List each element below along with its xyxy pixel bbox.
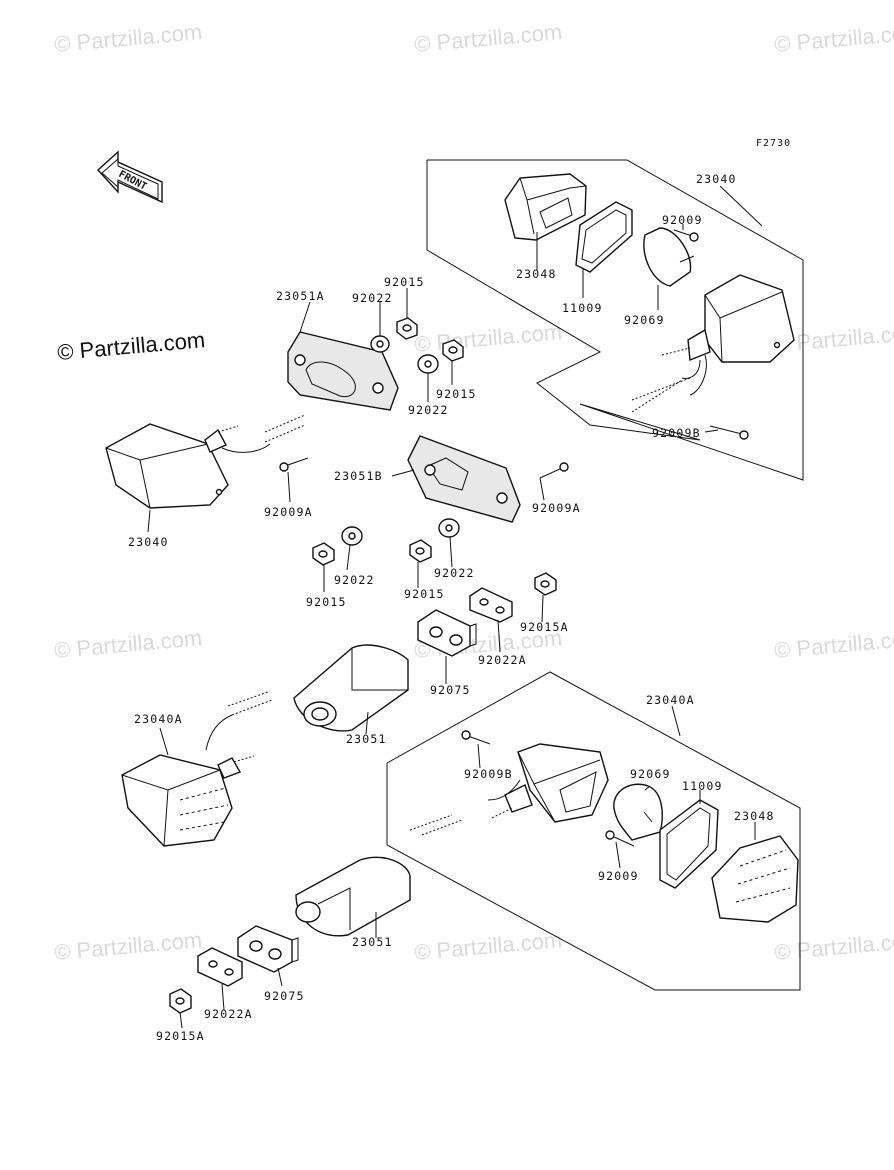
watermark-text: © Partzilla.com bbox=[773, 927, 894, 965]
part-label-92009b-bottom[interactable]: 92009B bbox=[464, 767, 513, 781]
part-label-11009-top[interactable]: 11009 bbox=[562, 301, 603, 315]
part-label-92075-top[interactable]: 92075 bbox=[430, 683, 471, 697]
signal-housing-23040a-left bbox=[121, 691, 273, 847]
part-label-92022-a[interactable]: 92022 bbox=[352, 291, 393, 305]
part-label-23051a[interactable]: 23051A bbox=[276, 289, 325, 303]
part-label-92015-c[interactable]: 92015 bbox=[306, 595, 347, 609]
part-label-92075-bottom[interactable]: 92075 bbox=[264, 989, 305, 1003]
part-label-11009-bottom[interactable]: 11009 bbox=[682, 779, 723, 793]
screw-92009-top bbox=[673, 229, 699, 242]
watermark-text: © Partzilla.com bbox=[413, 19, 563, 57]
signal-housing-23040-top bbox=[631, 274, 795, 413]
part-label-23040a-box[interactable]: 23040A bbox=[646, 693, 695, 707]
stay-23051-top bbox=[293, 644, 409, 732]
washer-92022-a bbox=[370, 335, 390, 353]
watermark-text: © Partzilla.com bbox=[413, 927, 563, 965]
front-arrow-icon: FRONT bbox=[97, 150, 163, 204]
part-label-23040a-left[interactable]: 23040A bbox=[134, 712, 183, 726]
nut-92015-b bbox=[442, 339, 464, 362]
part-label-92009a-right[interactable]: 92009A bbox=[532, 501, 581, 515]
bulb-92069-bottom bbox=[613, 783, 663, 841]
screw-92009b-top bbox=[709, 425, 749, 440]
grommet-92075-bottom bbox=[237, 925, 299, 973]
watermark-text: © Partzilla.com bbox=[53, 19, 203, 57]
gasket-11009-bottom bbox=[659, 799, 719, 889]
part-label-92022a-top[interactable]: 92022A bbox=[478, 653, 527, 667]
watermark-text: © Partzilla.com bbox=[413, 319, 563, 357]
screw-92009a-left bbox=[279, 457, 309, 472]
screw-92009a-right bbox=[539, 462, 569, 479]
nut-92015-d bbox=[409, 539, 432, 563]
part-label-92069-top[interactable]: 92069 bbox=[624, 313, 665, 327]
gasket-11009-top bbox=[575, 201, 633, 273]
washer-92022-c bbox=[341, 526, 363, 546]
part-label-23051-top[interactable]: 23051 bbox=[346, 732, 387, 746]
signal-housing-23040a-right bbox=[409, 743, 609, 836]
screw-92009b-bottom bbox=[461, 730, 491, 745]
washer-92022-b bbox=[417, 354, 439, 374]
nut-92015-a bbox=[396, 317, 418, 340]
part-label-23051b[interactable]: 23051B bbox=[334, 469, 383, 483]
group-outline-bottom bbox=[386, 671, 801, 991]
leader-lines bbox=[147, 185, 763, 1029]
plate-92022a-bottom bbox=[197, 947, 243, 987]
part-label-92022-b[interactable]: 92022 bbox=[408, 403, 449, 417]
part-label-23051-bottom[interactable]: 23051 bbox=[352, 935, 393, 949]
part-label-92015-b[interactable]: 92015 bbox=[436, 387, 477, 401]
part-label-92009-top[interactable]: 92009 bbox=[662, 213, 703, 227]
watermark-text: © Partzilla.com bbox=[53, 927, 203, 965]
bracket-23051b bbox=[407, 435, 521, 523]
part-label-92015-d[interactable]: 92015 bbox=[404, 587, 445, 601]
part-label-23040-top[interactable]: 23040 bbox=[696, 172, 737, 186]
bracket-23051a bbox=[287, 331, 399, 411]
part-label-23048-bottom[interactable]: 23048 bbox=[734, 809, 775, 823]
part-label-92009a-left[interactable]: 92009A bbox=[264, 505, 313, 519]
copyright-label: © Partzilla.com bbox=[56, 327, 206, 365]
plate-92022a-top bbox=[469, 587, 513, 623]
part-label-92015a-bottom[interactable]: 92015A bbox=[156, 1029, 205, 1043]
part-label-92022-d[interactable]: 92022 bbox=[434, 566, 475, 580]
grommet-92075-top bbox=[417, 609, 477, 657]
part-label-92015-a[interactable]: 92015 bbox=[384, 275, 425, 289]
part-label-23040-left[interactable]: 23040 bbox=[128, 535, 169, 549]
part-labels: 23040 23048 11009 92009 92069 92009B 230… bbox=[128, 172, 775, 1043]
part-label-92009b-top[interactable]: 92009B bbox=[652, 426, 701, 440]
watermark-text: © Partzilla.com bbox=[773, 625, 894, 663]
watermark-text: © Partzilla.com bbox=[773, 19, 894, 57]
lens-23048-top bbox=[504, 173, 587, 241]
part-label-92022a-bottom[interactable]: 92022A bbox=[204, 1007, 253, 1021]
part-label-92069-bottom[interactable]: 92069 bbox=[630, 767, 671, 781]
screw-92009-bottom bbox=[605, 830, 635, 847]
bulb-92069-top bbox=[643, 227, 695, 287]
part-label-92015a-top[interactable]: 92015A bbox=[520, 620, 569, 634]
nut-92015a-top bbox=[534, 572, 557, 596]
stay-23051-bottom bbox=[295, 856, 411, 937]
group-outline-top bbox=[426, 159, 804, 481]
diagram-code: F2730 bbox=[756, 138, 791, 149]
part-label-92009-bottom[interactable]: 92009 bbox=[598, 869, 639, 883]
part-label-23048-top[interactable]: 23048 bbox=[516, 267, 557, 281]
part-label-92022-c[interactable]: 92022 bbox=[334, 573, 375, 587]
lens-23048-bottom bbox=[711, 835, 799, 923]
watermark-text: © Partzilla.com bbox=[53, 625, 203, 663]
nut-92015-c bbox=[312, 542, 335, 566]
nut-92015a-bottom bbox=[169, 988, 192, 1014]
signal-housing-23040-left bbox=[105, 414, 306, 509]
washer-92022-d bbox=[438, 518, 460, 538]
